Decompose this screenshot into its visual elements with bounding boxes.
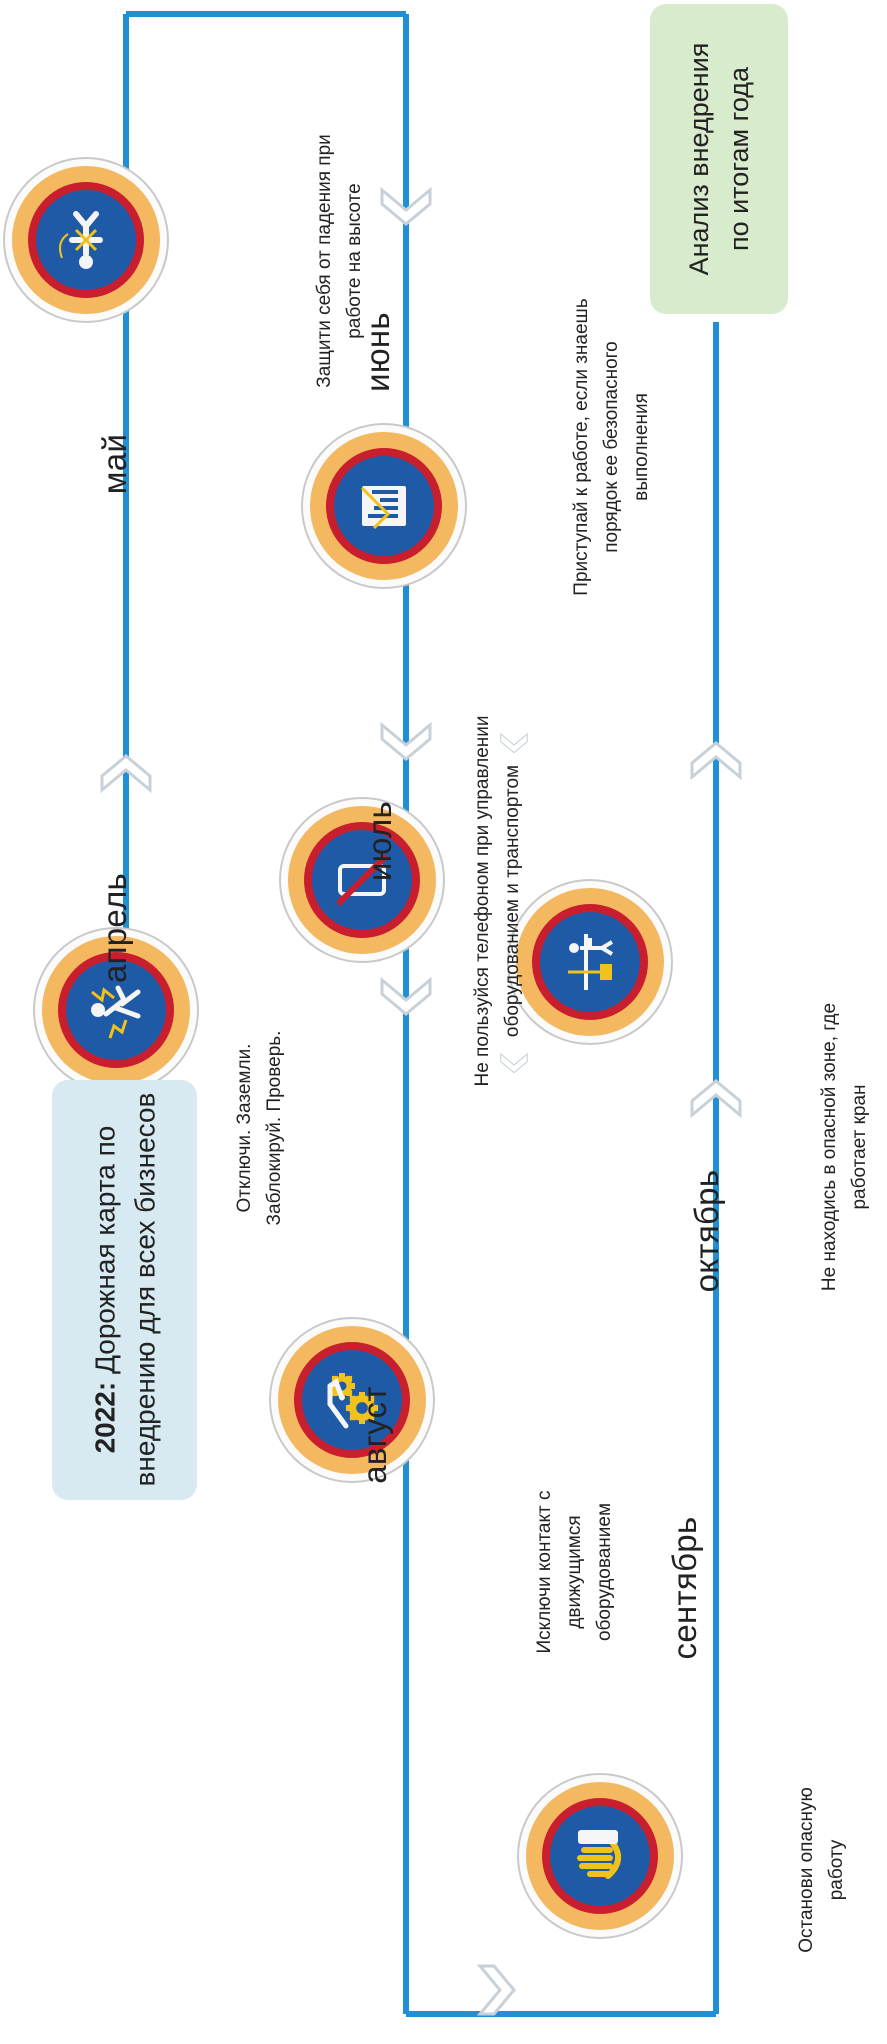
rule-energy-text: Отключи. Заземли. Заблокируй. Проверь. xyxy=(234,1030,285,1226)
badge-stop xyxy=(517,1773,683,1939)
badge-permit xyxy=(301,423,467,589)
rule-permit-text: Приступай к работе, если знаешь порядок … xyxy=(571,298,652,596)
end-box: Анализ внедрения по итогам года xyxy=(650,4,788,314)
no-phone-icon xyxy=(335,853,389,907)
month-july: июль xyxy=(361,800,398,882)
crane-zone-icon xyxy=(568,934,614,990)
fall-protection-icon xyxy=(59,211,103,269)
start-box: 2022: Дорожная карта по внедрению для вс… xyxy=(52,1080,197,1500)
badge-phone xyxy=(279,797,445,963)
rule-stop-text: Останови опасную работу xyxy=(796,1787,847,1953)
month-october: октябрь xyxy=(688,1169,725,1293)
month-april: апрель xyxy=(96,872,133,984)
rule-moving-text: Исключи контакт с движущимся оборудовани… xyxy=(534,1490,615,1654)
stop-hand-icon xyxy=(577,1830,621,1879)
chevron-right-icon xyxy=(478,1964,516,2016)
electric-shock-icon xyxy=(91,985,141,1039)
month-may: май xyxy=(96,433,133,495)
badge-crane xyxy=(507,879,673,1045)
rule-height-text: Защити себя от падения при работе на выс… xyxy=(314,134,365,388)
rule-crane-text: Не находись в опасной зоне, где работает… xyxy=(819,1002,870,1292)
work-permit-icon xyxy=(360,486,406,530)
moving-gears-icon xyxy=(327,1373,378,1429)
badge-moving xyxy=(269,1317,435,1483)
end-box-title: Анализ внедрения по итогам года xyxy=(684,42,754,276)
badge-height xyxy=(3,157,169,323)
month-september: сентябрь xyxy=(666,1516,703,1660)
roadmap-year: 2022: xyxy=(89,1381,120,1454)
rule-phone-text: Не пользуйся телефоном при управлении об… xyxy=(472,715,523,1087)
badge-energy xyxy=(33,927,199,1093)
month-august: август xyxy=(356,1386,393,1484)
